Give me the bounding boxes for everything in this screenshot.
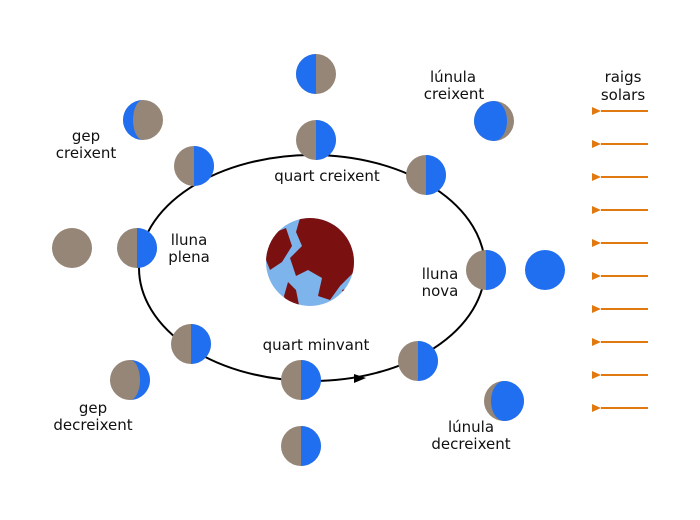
- sun-rays-label-line2: solars: [601, 86, 646, 104]
- orbit-moon-lower-right: [398, 341, 438, 381]
- sun-rays: [592, 107, 648, 412]
- orbit-moon-left: [117, 228, 157, 268]
- waxing-gibbous-phase: [123, 100, 163, 140]
- orbit-moon-right: [466, 250, 506, 290]
- sun-rays-label-line1: raigs: [605, 68, 642, 86]
- waning-gibbous-label-line1: gep: [79, 399, 107, 417]
- full-moon-label-line2: plena: [168, 248, 210, 266]
- new-moon-label-line1: lluna: [422, 265, 459, 283]
- orbit-moon-upper-right: [406, 155, 446, 195]
- waning-gibbous-phase: [110, 360, 150, 400]
- first-quarter-phase: [296, 54, 336, 94]
- last-quarter-label: quart minvant: [263, 336, 370, 354]
- orbit-moon-top: [296, 120, 336, 160]
- waxing-gibbous-label-line2: creixent: [56, 144, 117, 162]
- orbit-direction-arrow: [354, 374, 366, 383]
- new-moon-label-line2: nova: [422, 282, 459, 300]
- earth-globe: [266, 218, 354, 306]
- waning-crescent-label-line1: lúnula: [448, 418, 494, 436]
- orbit-moon-bottom: [281, 360, 321, 400]
- new-moon-phase: [525, 250, 565, 290]
- waxing-crescent-phase: [474, 101, 514, 141]
- first-quarter-label: quart creixent: [274, 167, 380, 185]
- orbit-moon-upper-left: [174, 146, 214, 186]
- waxing-crescent-label-line2: creixent: [424, 85, 485, 103]
- waning-crescent-label-line2: decreixent: [431, 435, 510, 453]
- waxing-gibbous-label-line1: gep: [72, 127, 100, 145]
- waxing-crescent-label-line1: lúnula: [430, 68, 476, 86]
- full-moon-phase: [52, 228, 92, 268]
- waning-gibbous-label-line2: decreixent: [53, 416, 132, 434]
- waning-crescent-phase: [484, 381, 524, 421]
- orbit-moon-lower-left: [171, 324, 211, 364]
- full-moon-label-line1: lluna: [171, 231, 208, 249]
- last-quarter-phase: [281, 426, 321, 466]
